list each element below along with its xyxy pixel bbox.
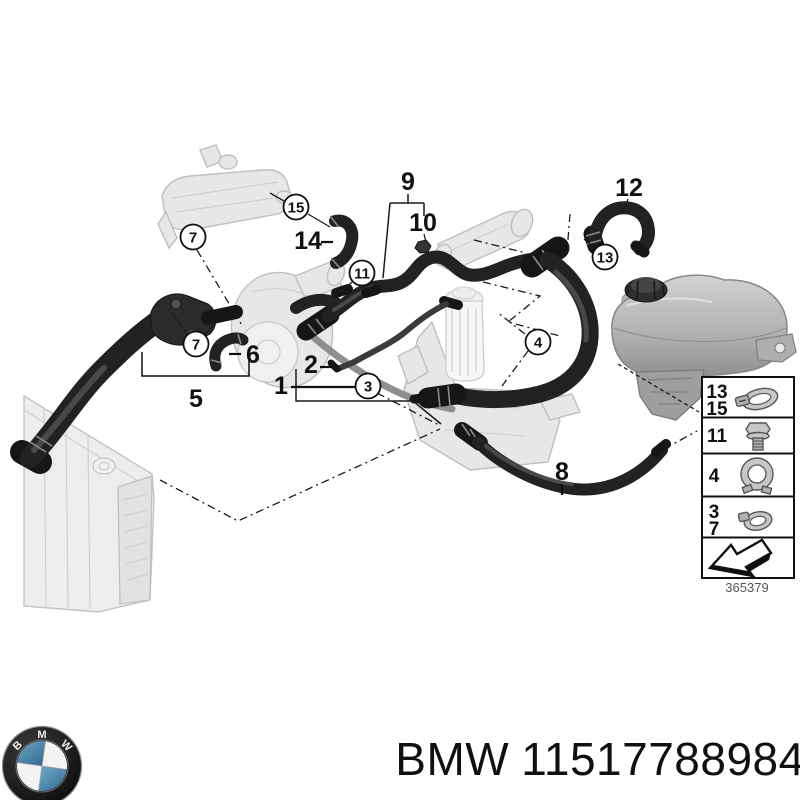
logo-quadrants [17,741,67,791]
expansion-tank [611,274,797,421]
ghost-parts [23,144,797,613]
bmw-logo: B M W [1,725,83,800]
hoses [10,201,671,496]
hose-6 [209,332,249,372]
part-number-text: 11517788984 [521,733,800,785]
callouts: 1 2 5 6 8 9 10 12 14 3 4 7 7 11 13 [179,168,643,486]
callout-1: 1 [274,372,288,400]
callout-15-circled: 15 [282,193,310,221]
callout-6: 6 [246,341,260,369]
heat-exchanger-ghost [157,144,293,250]
callout-12: 12 [615,174,643,202]
profile-clamp-icon [740,457,774,496]
installation-direction-arrow-icon [707,538,773,578]
callout-14: 14 [294,227,322,255]
legend-label-4: 4 [709,466,720,487]
figure-number: 365379 [725,580,768,595]
hose-14 [329,214,359,269]
legend-label-3: 3 [709,502,720,523]
legend-label-13: 13 [706,382,727,403]
leader-lines [141,192,700,522]
svg-text:15: 15 [288,200,305,217]
legend-label-11: 11 [707,426,728,447]
callout-3-circled: 3 [354,372,382,400]
callout-2: 2 [304,351,318,379]
callout-4-circled: 4 [524,328,552,356]
hose-8 [454,422,671,496]
svg-text:7: 7 [192,337,200,354]
nut-10 [414,239,432,254]
radiator-ghost [23,394,155,613]
legend-label-7: 7 [709,519,720,540]
svg-text:7: 7 [189,230,197,247]
svg-text:13: 13 [597,250,614,267]
brand-text: BMW [395,733,509,785]
callout-5: 5 [189,385,203,413]
callout-7b-circled: 7 [182,330,210,358]
legend-label-15: 15 [706,399,728,420]
worm-drive-hose-clamp-icon [734,387,779,411]
callout-13-circled: 13 [591,243,619,271]
svg-text:3: 3 [364,379,372,396]
logo-letter-m: M [37,729,46,741]
callout-11-circled: 11 [348,259,376,287]
spring-band-clamp-icon [737,511,773,531]
callout-8: 8 [555,458,569,486]
callout-7a-circled: 7 [179,223,207,251]
hose-12 [583,201,655,258]
callout-9: 9 [401,168,415,196]
callout-10: 10 [409,209,437,237]
hose-2 [327,296,463,373]
intake-pipe-ghost [433,208,534,271]
hex-bolt-icon [745,422,771,451]
svg-text:11: 11 [354,266,370,283]
legend-panel: 13 15 11 4 3 7 [701,376,795,595]
hose-5 [10,293,243,474]
hose-9 [290,250,549,341]
svg-text:4: 4 [534,335,543,352]
hose-4 [409,236,599,409]
